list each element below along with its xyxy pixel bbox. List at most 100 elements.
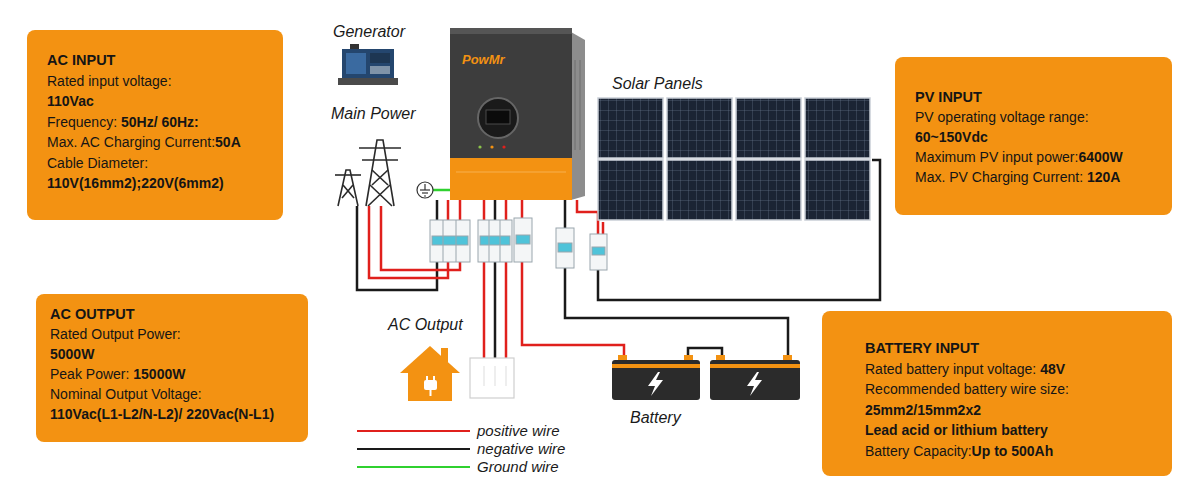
text-line: Recommended battery wire size: — [865, 379, 1162, 400]
solar-panel — [598, 160, 663, 220]
wall-outlet — [470, 358, 514, 398]
inverter-brand: PowMr — [450, 30, 570, 155]
house-icon — [430, 390, 432, 396]
solar-panel — [736, 160, 801, 220]
spec-text: PV operating voltage range: — [915, 109, 1089, 125]
legend-text: negative wire — [477, 440, 565, 458]
text-line: Max. PV Charging Current:120A — [915, 167, 1162, 187]
text-line: Lead acid or lithium battery — [865, 420, 1162, 441]
power-tower — [342, 185, 353, 198]
generator-icon — [338, 44, 398, 85]
wiring — [688, 348, 722, 356]
house-icon — [400, 346, 460, 401]
wiring — [459, 200, 462, 220]
spec-text: Rated input voltage: — [47, 73, 172, 89]
spec-panel: AC INPUT Rated input voltage: 110VacFreque… — [27, 30, 283, 220]
inverter-housing — [456, 172, 566, 173]
circuit-breaker — [516, 235, 530, 244]
wiring — [433, 189, 450, 192]
spec-text: Maximum PV input power: — [915, 149, 1078, 165]
text-line: Nominal Output Voltage: — [50, 384, 298, 404]
ground-symbol — [424, 184, 425, 190]
spec-text: 110Vac(L1-L2/N-L2)/ 220Vac(N-L1) — [50, 406, 274, 422]
text-line: PowMr — [462, 52, 564, 68]
wiring — [494, 200, 497, 220]
circuit-breaker — [478, 220, 512, 262]
spec-text: 25mm2/15mm2x2 — [865, 402, 981, 418]
solar-panel — [598, 98, 663, 158]
power-tower — [366, 140, 394, 206]
battery-icon — [648, 372, 663, 396]
wiring — [357, 160, 880, 386]
battery-icon — [710, 364, 800, 368]
circuit-breaker — [500, 220, 501, 262]
spec-text: 50Hz/ 60Hz: — [121, 114, 199, 130]
inverter-housing — [450, 28, 585, 200]
legend-text: Ground wire — [477, 458, 559, 476]
spec-panel: AC OUTPUTRated Output Power:5000WPeak Po… — [36, 294, 308, 442]
inverter-housing — [580, 60, 581, 150]
house-icon — [433, 376, 435, 380]
solar-panel — [736, 98, 801, 158]
power-tower — [335, 174, 361, 176]
wiring — [598, 160, 880, 300]
circuit-breaker — [480, 236, 510, 245]
power-tower — [362, 159, 398, 161]
ground-symbol — [424, 195, 426, 196]
power-tower — [372, 170, 388, 185]
spec-panel: PV INPUTPV operating voltage range:60~15… — [895, 57, 1172, 215]
wiring — [483, 200, 486, 220]
spec-text: 110V(16mm2);220V(6mm2) — [47, 175, 224, 191]
spec-text: 120A — [1087, 169, 1120, 185]
spec-text: 110Vac — [47, 93, 94, 109]
wiring — [577, 200, 598, 234]
solar-panel — [805, 98, 870, 158]
ground-symbol — [417, 182, 433, 198]
legend-row: positive wire — [357, 422, 657, 440]
circuit-breaker — [489, 220, 490, 262]
house-icon — [424, 380, 437, 390]
wiring — [505, 200, 508, 220]
text-line: AC INPUT — [47, 50, 271, 71]
text-line: 110Vac — [47, 91, 271, 112]
text-line: Frequency:50Hz/ 60Hz: — [47, 112, 271, 133]
spec-text: Peak Power: — [50, 366, 129, 382]
spec-text: Nominal Output Voltage: — [50, 386, 202, 402]
text-line: AC OUTPUT — [50, 304, 298, 324]
inverter-housing — [486, 110, 510, 124]
wall-outlet — [484, 366, 506, 386]
text-line: 110V(16mm2);220V(6mm2) — [47, 173, 271, 194]
circuit-breaker — [556, 228, 574, 268]
brand-logo: PowMr — [462, 52, 505, 67]
spec-text: Max. PV Charging Current: — [915, 169, 1083, 185]
wiring — [522, 262, 624, 356]
component-label: Generator — [333, 23, 405, 41]
battery-icon — [612, 364, 700, 368]
generator-icon — [370, 53, 390, 63]
inverter-housing — [490, 145, 493, 148]
inverter-housing — [571, 32, 585, 200]
spec-text: Max. AC Charging Current: — [47, 134, 215, 150]
circuit-breaker — [592, 247, 605, 255]
text-line: Peak Power:15000W — [50, 364, 298, 384]
spec-text: Lead acid or lithium battery — [865, 422, 1048, 438]
power-tower — [368, 185, 390, 206]
legend-line-sample — [357, 448, 470, 450]
power-tower — [359, 147, 401, 149]
component-label: Battery — [630, 409, 681, 427]
inverter-housing — [478, 98, 518, 138]
text-line: 110Vac(L1-L2/N-L2)/ 220Vac(N-L1) — [50, 404, 298, 424]
legend-row: negative wire — [357, 440, 657, 458]
generator-icon — [350, 44, 359, 49]
spec-text: 6400W — [1078, 149, 1122, 165]
generator-icon — [346, 53, 366, 74]
generator-icon — [370, 66, 390, 74]
text-line: 25mm2/15mm2x2 — [865, 400, 1162, 421]
text-line: PV operating voltage range: — [915, 107, 1162, 127]
spec-text: 60~150Vdc — [915, 129, 988, 145]
spec-text: Rated Output Power: — [50, 326, 181, 342]
component-label: AC Output — [388, 316, 463, 334]
spec-text: Battery Capacity: — [865, 443, 972, 459]
circuit-breaker — [432, 236, 468, 245]
circuit-breaker — [430, 220, 470, 262]
